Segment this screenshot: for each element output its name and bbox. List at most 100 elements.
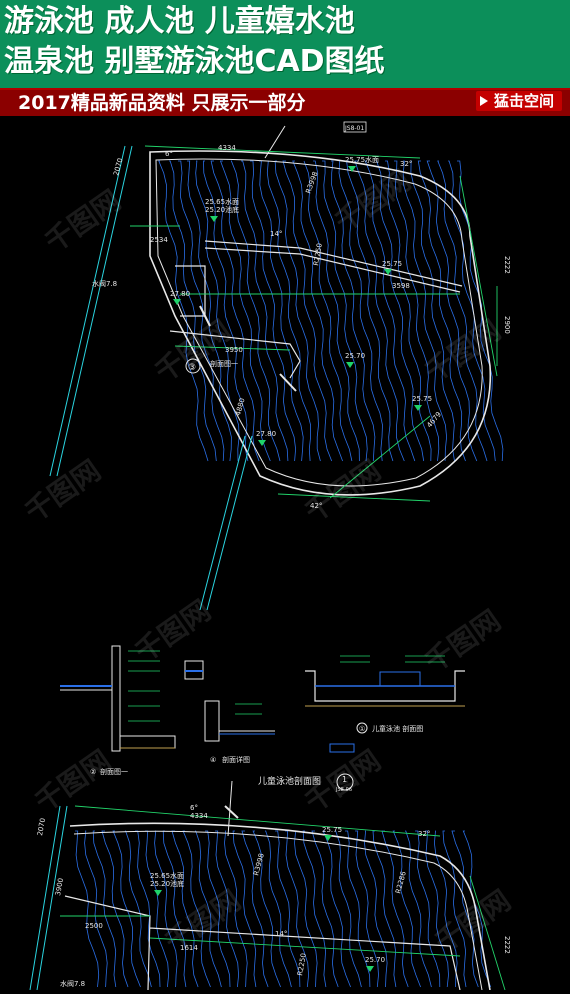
detail-2-label: 剖面图一: [100, 767, 128, 776]
angle-text: 6°: [190, 804, 198, 812]
leader-top: [264, 125, 286, 159]
hatch-line: [426, 160, 478, 462]
angle-text: 14°: [270, 230, 282, 238]
hatch-line: [442, 830, 467, 988]
dim-text: 2070: [36, 817, 47, 836]
angle-text: 42°: [310, 502, 322, 510]
promo-text: 2017精品新品资料 只展示一部分: [18, 92, 306, 114]
hatch-line: [101, 830, 129, 988]
title-line-2: 温泉池 别墅游泳池CAD图纸: [4, 44, 385, 79]
section-cut: [279, 373, 297, 392]
hatch-line: [178, 160, 225, 462]
hatch-line: [203, 160, 249, 462]
hatch-line: [402, 160, 448, 462]
hatch-line: [205, 830, 231, 988]
elev-text: 25.20池底: [205, 205, 239, 214]
hatch-line: [376, 160, 425, 462]
bottom-callout-number: 1: [342, 775, 347, 784]
elev-text: 25.65水面: [205, 197, 239, 206]
hatch-line: [335, 830, 362, 988]
pool-section: [305, 670, 465, 702]
visit-space-label: 猛击空间: [493, 92, 554, 110]
hatch-line: [302, 830, 327, 988]
hatch-line: [354, 160, 405, 462]
dim-text: 2070: [112, 157, 124, 176]
detail-wall: [111, 645, 121, 752]
hatch-line: [417, 160, 466, 462]
hatch-line: [282, 160, 333, 462]
hatch-line: [364, 160, 416, 462]
hatch-line: [252, 830, 281, 988]
hatch-line: [219, 160, 271, 462]
step-corner: [175, 265, 206, 317]
hatch-line: [210, 160, 260, 462]
dim-text: 3950: [225, 346, 243, 354]
dim-text: 2500: [85, 922, 103, 930]
dim-text: 4334: [190, 812, 208, 820]
hatch-line: [250, 160, 297, 462]
dim-text: 1614: [180, 944, 198, 952]
elev-text: 25.70: [345, 352, 365, 360]
water-hatching-bottom: [75, 830, 492, 988]
dim-text: 4334: [218, 144, 236, 152]
hatch-line: [274, 160, 321, 462]
hatch-line: [346, 160, 394, 462]
dim-text: 3598: [392, 282, 410, 290]
hatch-line: [259, 160, 304, 462]
detail-1-number: ①: [359, 725, 365, 733]
hatch-line: [158, 160, 209, 462]
hatch-line: [135, 830, 161, 988]
hatch-line: [162, 830, 187, 988]
dim-text: 4880: [234, 397, 246, 416]
dimension-lines: [130, 145, 498, 502]
pool-inner-outline: [155, 158, 483, 487]
svg-text:25.75: 25.75: [322, 826, 342, 834]
hatch-line: [381, 830, 409, 988]
hatch-line: [266, 160, 311, 462]
step-wall: [204, 240, 463, 293]
hatch-line: [322, 160, 368, 462]
section-callout-number: ③: [188, 363, 196, 373]
visit-space-button[interactable]: 猛击空间: [475, 91, 562, 111]
hatch-line: [372, 830, 397, 988]
elev-text: 25.75: [412, 395, 432, 403]
dim-text: 2900: [503, 316, 511, 334]
hatch-line: [345, 830, 371, 988]
inner-ledge: [169, 330, 301, 379]
elev-text: 25.75水面: [345, 155, 379, 164]
guide-line-1: [49, 145, 126, 477]
elev-text: 27.80: [170, 290, 190, 298]
hatch-line: [405, 830, 432, 988]
hatch-line: [285, 830, 310, 988]
elev-text: 25.75: [382, 260, 402, 268]
bottom-plan: 儿童泳池剖面图 1 JS8-06 6° 4334 32° 14° 2070 39…: [29, 773, 511, 991]
hatch-line: [112, 830, 141, 988]
hatch-line: [451, 830, 479, 988]
top-plan: 4334 6° 32° 14° 42° 2534 2070 3598 3950 …: [49, 121, 511, 611]
hatch-line: [169, 160, 217, 462]
svg-text:25.70: 25.70: [365, 956, 385, 964]
hatch-line: [294, 830, 318, 988]
water-label: 水阀7.8: [60, 979, 85, 988]
section-label: 剖面图一: [210, 359, 238, 368]
angle-text: 6°: [165, 150, 173, 158]
sheet-callout-text: JS8-01: [344, 125, 364, 132]
hatch-line: [215, 830, 240, 988]
hatch-line: [92, 830, 117, 988]
hatch-line: [394, 160, 440, 462]
hatch-line: [75, 830, 100, 988]
section-callout: [185, 358, 201, 374]
hatch-line: [230, 160, 281, 462]
play-arrow-icon: [479, 96, 488, 106]
detail-4-label: 剖面详图: [222, 755, 250, 764]
hatch-line: [303, 160, 353, 462]
angle-text: 14°: [275, 930, 287, 938]
detail-1-label: 儿童泳池 剖面图: [372, 724, 423, 733]
detail-1-callout: [356, 722, 368, 734]
dim-text: R2286: [394, 870, 408, 895]
hatch-line: [195, 830, 222, 988]
detail-2-number: ②: [90, 768, 96, 776]
water-label: 水阀7.8: [92, 279, 117, 288]
guide-line-4: [206, 435, 253, 611]
hatch-line: [410, 160, 455, 462]
